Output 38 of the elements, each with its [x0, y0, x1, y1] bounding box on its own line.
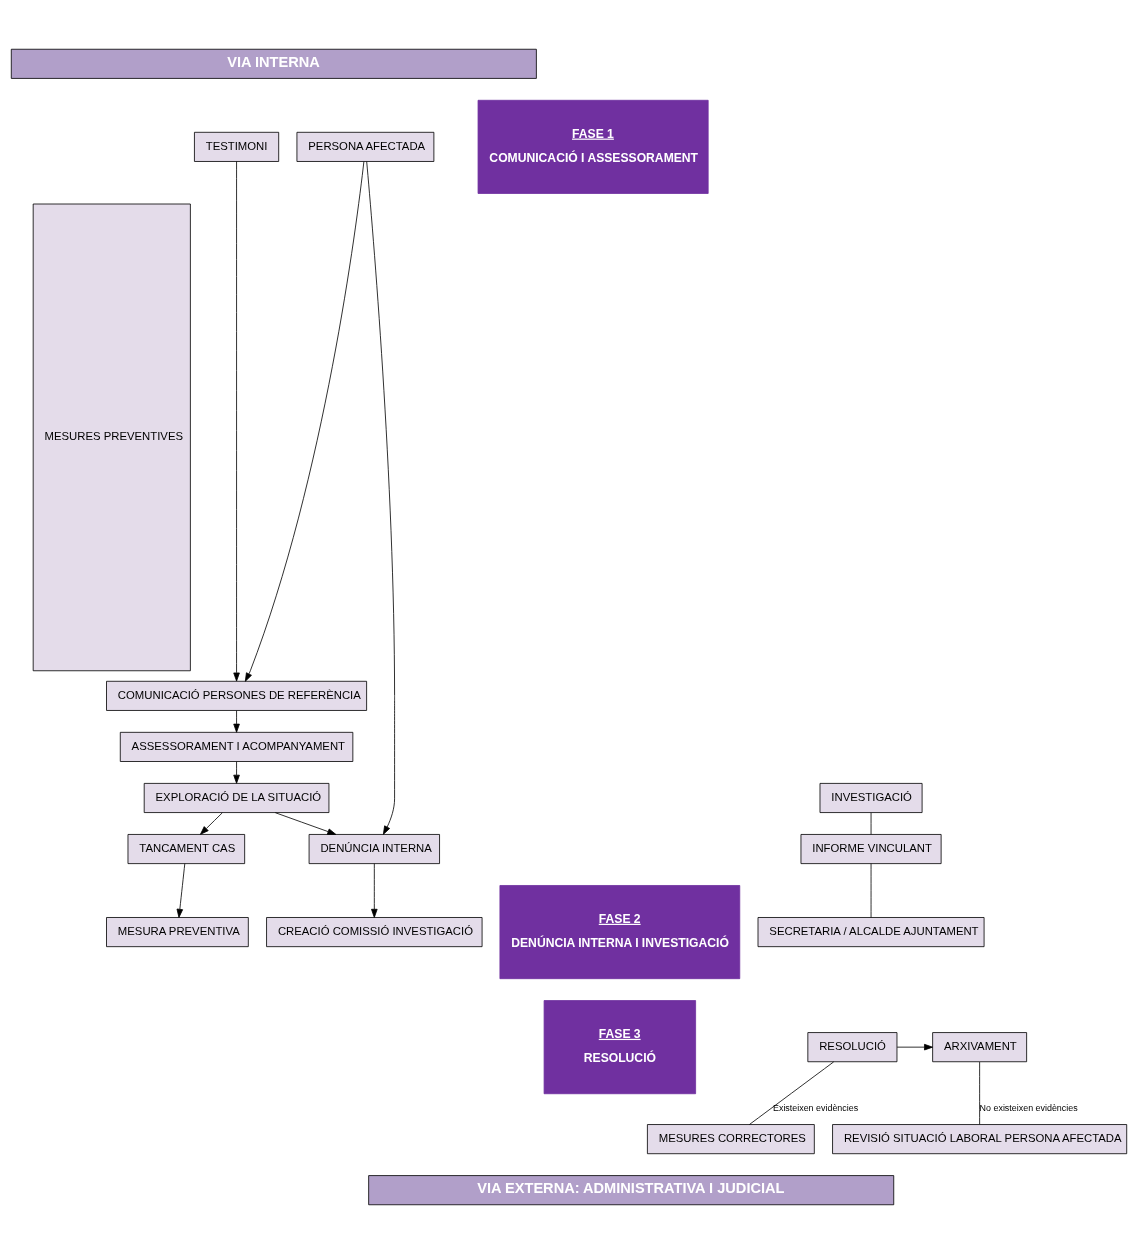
node-box: PERSONA AFECTADA: [296, 131, 435, 162]
node-box: DENÚNCIA INTERNA: [308, 834, 440, 864]
arrow: [233, 761, 240, 784]
node-box: VIA EXTERNA: ADMINISTRATIVA I JUDICIAL: [368, 1175, 895, 1206]
arrow: [366, 161, 395, 835]
arrow: [371, 863, 378, 918]
arrow: [233, 161, 240, 682]
connector: [979, 1061, 981, 1125]
connector: [749, 1061, 835, 1125]
node-box: COMUNICACIÓ PERSONES DE REFERÈNCIA: [106, 680, 368, 711]
edge-label: Existeixen evidències: [773, 1103, 859, 1114]
node-box: ASSESSORAMENT I ACOMPANYAMENT: [119, 731, 354, 762]
node-box: SECRETARIA / ALCALDE AJUNTAMENT: [757, 917, 985, 948]
node-box: FASE 1 COMUNICACIÓ I ASSESSORAMENT: [477, 99, 709, 194]
node-box: CREACIÓ COMISSIÓ INVESTIGACIÓ: [266, 917, 483, 948]
arrow: [274, 812, 337, 835]
arrow: [176, 863, 186, 918]
node-box: VIA INTERNA: [10, 48, 537, 79]
edge-label: No existeixen evidències: [979, 1103, 1078, 1114]
node-box: RESOLUCIÓ: [807, 1032, 898, 1063]
node-box: INVESTIGACIÓ: [819, 783, 923, 813]
node-box: TANCAMENT CAS: [127, 834, 246, 864]
arrow: [200, 812, 223, 835]
node-box: MESURES CORRECTORES: [647, 1124, 815, 1155]
node-box: REVISIÓ SITUACIÓ LABORAL PERSONA AFECTADA: [832, 1124, 1128, 1155]
node-box: EXPLORACIÓ DE LA SITUACIÓ: [143, 783, 330, 813]
node-box: INFORME VINCULANT: [800, 834, 942, 864]
arrow: [896, 1043, 933, 1051]
connector: [870, 863, 872, 918]
node-box: MESURA PREVENTIVA: [106, 917, 249, 948]
connector: [870, 812, 872, 835]
node-box: FASE 3 RESOLUCIÓ: [543, 1000, 696, 1095]
node-box: MESURES PREVENTIVES: [32, 203, 191, 672]
arrow: [233, 710, 240, 733]
node-box: ARXIVAMENT: [932, 1032, 1028, 1063]
node-box: FASE 2 DENÚNCIA INTERNA I INVESTIGACIÓ: [499, 885, 741, 980]
arrow: [244, 161, 365, 682]
node-box: TESTIMONI: [194, 131, 280, 162]
